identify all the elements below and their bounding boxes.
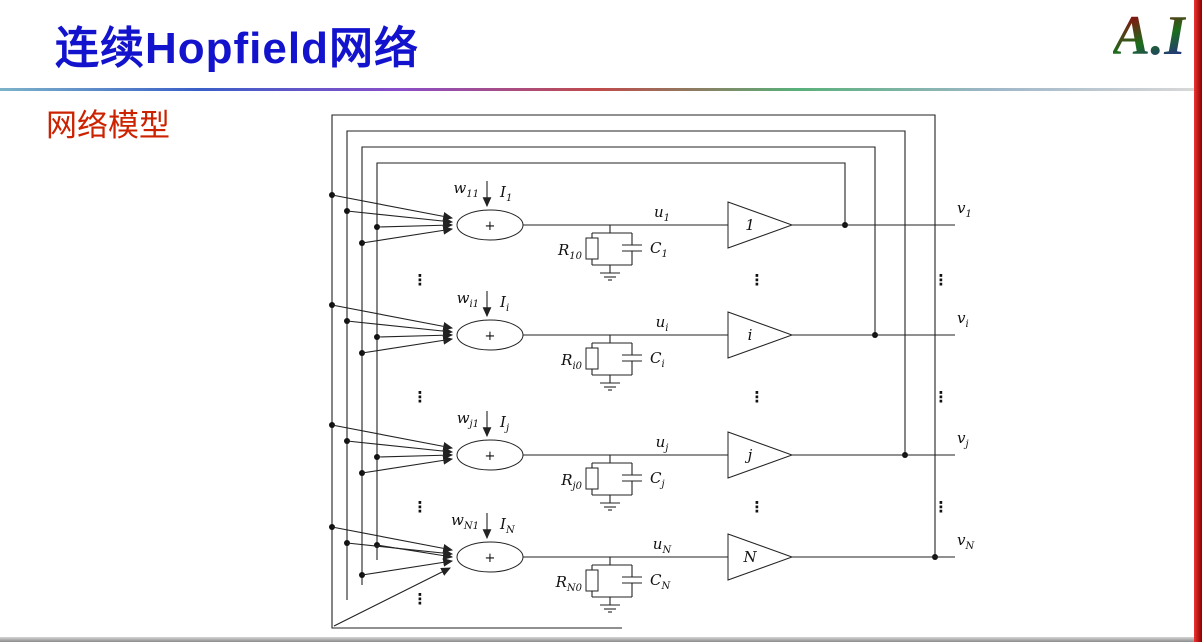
ellipsis-marks: ⋮ ⋮ ⋮ ⋮ ⋮ ⋮ ⋮ ⋮ ⋮ ⋮ — [413, 271, 949, 608]
amplifier-label: j — [745, 446, 753, 464]
weight-label: wi1 — [457, 289, 479, 310]
resistor — [585, 237, 599, 260]
ellipsis: ⋮ — [413, 388, 428, 406]
bias-input-label: Ij — [499, 413, 509, 434]
ellipsis: ⋮ — [413, 590, 428, 608]
bias-input-label: I1 — [499, 183, 512, 204]
feedback-loops — [331, 114, 938, 629]
resistor — [585, 467, 599, 490]
amplifier — [727, 311, 794, 359]
page-title: 连续Hopfield网络 — [55, 24, 419, 73]
state-label: uN — [653, 535, 673, 556]
output-label: vj — [957, 429, 969, 450]
ellipsis: ⋮ — [750, 498, 765, 516]
state-label: uj — [656, 433, 669, 454]
amplifier-label: N — [742, 548, 757, 566]
weight-label: wj1 — [457, 409, 479, 430]
resistor-label: R10 — [557, 241, 583, 262]
ellipsis: ⋮ — [413, 498, 428, 516]
amplifier-label: i — [748, 326, 753, 344]
ellipsis: ⋮ — [750, 271, 765, 289]
ellipsis: ⋮ — [413, 271, 428, 289]
amplifier-label: 1 — [745, 216, 755, 234]
right-edge-bar — [1194, 0, 1202, 642]
amplifier — [727, 431, 794, 479]
neuron-row: + w11 I1 u1 R10 C1 1 v1 — [329, 179, 972, 281]
capacitor-label: Cj — [650, 469, 665, 490]
plus-sign: + — [485, 551, 496, 566]
neuron-row: + wi1 Ii ui Ri0 Ci i vi — [329, 289, 969, 391]
amplifier — [727, 533, 794, 581]
divider-line — [0, 88, 1194, 91]
state-label: u1 — [654, 203, 670, 224]
bias-input-label: Ii — [499, 293, 509, 314]
capacitor-label: C1 — [650, 239, 668, 260]
ellipsis: ⋮ — [750, 388, 765, 406]
ellipsis: ⋮ — [934, 388, 949, 406]
plus-sign: + — [485, 219, 496, 234]
resistor-label: Ri0 — [560, 351, 582, 372]
plus-sign: + — [485, 329, 496, 344]
ai-logo: A.I — [1112, 5, 1186, 67]
bias-input-label: IN — [499, 515, 516, 536]
resistor — [585, 569, 599, 592]
resistor-label: Rj0 — [560, 471, 582, 492]
weight-label: wN1 — [451, 511, 479, 532]
ellipsis: ⋮ — [934, 498, 949, 516]
capacitor-label: Ci — [650, 349, 665, 370]
output-label: vN — [957, 531, 975, 552]
neuron-row: + wj1 Ij uj Rj0 Cj j vj — [329, 409, 969, 511]
capacitor-label: CN — [650, 571, 671, 592]
neuron-row: + wN1 IN uN RN0 CN N vN — [329, 511, 975, 613]
output-label: vi — [957, 309, 969, 330]
weight-label: w11 — [453, 179, 479, 200]
plus-sign: + — [485, 449, 496, 464]
amplifier — [727, 201, 794, 249]
bottom-edge-bar — [0, 637, 1194, 642]
output-label: v1 — [957, 199, 972, 220]
state-label: ui — [656, 313, 669, 334]
resistor — [585, 347, 599, 370]
section-subtitle: 网络模型 — [46, 108, 170, 143]
resistor-label: RN0 — [555, 573, 583, 594]
ellipsis: ⋮ — [934, 271, 949, 289]
